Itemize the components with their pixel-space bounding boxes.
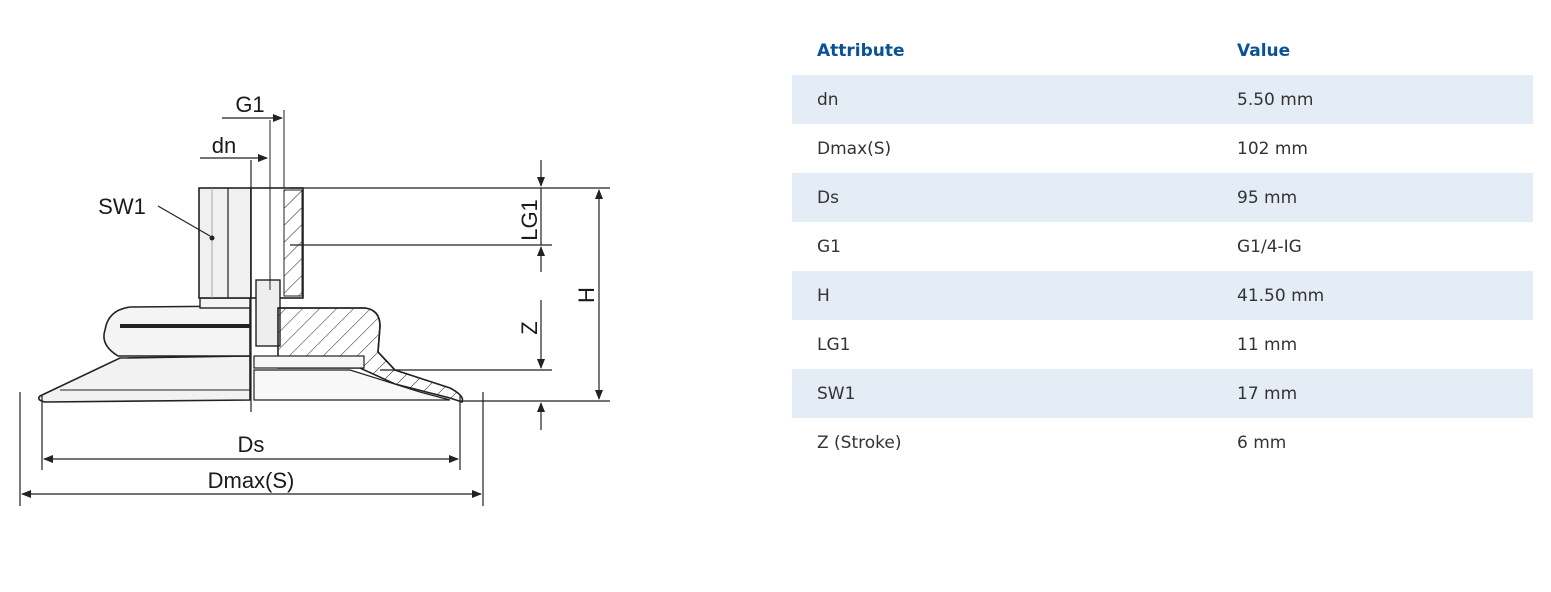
header-value: Value xyxy=(1237,40,1291,61)
table-row: G1 G1/4-IG xyxy=(792,222,1533,271)
cell-value: 6 mm xyxy=(1237,432,1287,453)
cell-attribute: G1 xyxy=(817,236,841,257)
cell-attribute: SW1 xyxy=(817,383,856,404)
suction-cup-drawing: LG1 H Z G1 dn SW1 Ds Dmax(S) xyxy=(19,92,610,506)
cell-value: 11 mm xyxy=(1237,334,1298,355)
cell-value: 17 mm xyxy=(1237,383,1298,404)
cell-attribute: Z (Stroke) xyxy=(817,432,902,453)
table-row: Z (Stroke) 6 mm xyxy=(792,418,1533,467)
hex-nut xyxy=(198,187,252,299)
cup-lip-outline xyxy=(38,355,251,403)
cell-attribute: Dmax(S) xyxy=(817,138,892,159)
dim-label-ds: Ds xyxy=(238,432,265,457)
dim-label-h: H xyxy=(574,287,599,303)
table-row: Ds 95 mm xyxy=(792,173,1533,222)
header-attribute: Attribute xyxy=(817,40,905,61)
cell-attribute: LG1 xyxy=(817,334,851,355)
spec-table: Attribute Value dn 5.50 mm Dmax(S) 102 m… xyxy=(792,26,1533,467)
table-row: dn 5.50 mm xyxy=(792,75,1533,124)
dim-label-sw1: SW1 xyxy=(98,194,146,219)
cell-value: 41.50 mm xyxy=(1237,285,1325,306)
table-row: SW1 17 mm xyxy=(792,369,1533,418)
cell-value: G1/4-IG xyxy=(1237,236,1302,257)
cell-attribute: dn xyxy=(817,89,839,110)
dim-label-dmax: Dmax(S) xyxy=(208,468,295,493)
dim-label-lg1: LG1 xyxy=(517,199,542,241)
technical-drawing: LG1 H Z G1 dn SW1 Ds Dmax(S) xyxy=(0,0,640,592)
cell-value: 95 mm xyxy=(1237,187,1298,208)
dim-label-g1: G1 xyxy=(235,92,264,117)
cup-neck xyxy=(199,297,251,309)
table-row: H 41.50 mm xyxy=(792,271,1533,320)
table-row: Dmax(S) 102 mm xyxy=(792,124,1533,173)
cell-value: 102 mm xyxy=(1237,138,1308,159)
cell-attribute: Ds xyxy=(817,187,839,208)
cell-value: 5.50 mm xyxy=(1237,89,1314,110)
cup-body-left xyxy=(103,305,251,357)
dim-label-z: Z xyxy=(517,321,542,334)
table-header: Attribute Value xyxy=(792,26,1533,75)
table-row: LG1 11 mm xyxy=(792,320,1533,369)
cell-attribute: H xyxy=(817,285,830,306)
dim-label-dn: dn xyxy=(212,133,236,158)
